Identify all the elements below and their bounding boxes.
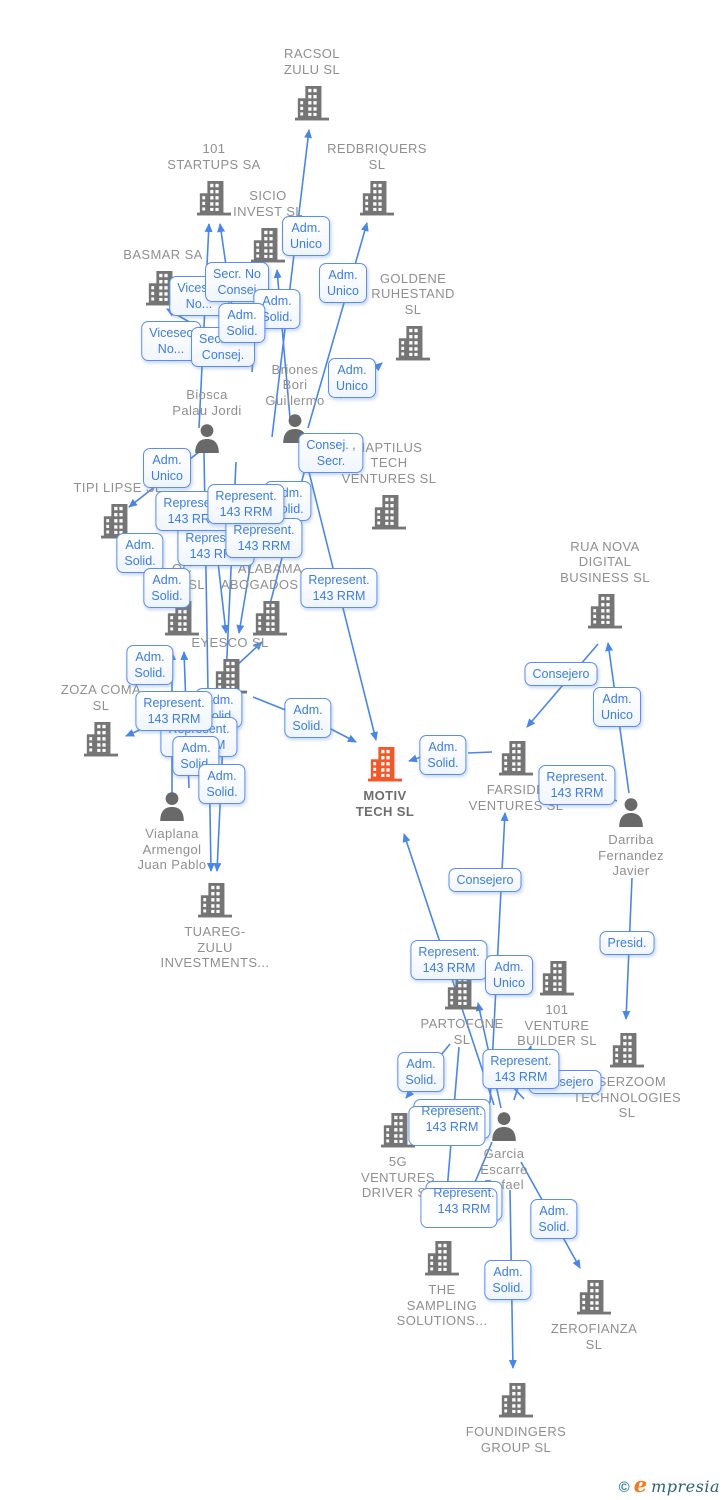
- empresia-logo: © e mpresia: [619, 1474, 720, 1496]
- company-label: THE SAMPLING SOLUTIONS...: [396, 1282, 488, 1328]
- role-box-adm-solid: Adm. Solid.: [530, 1199, 578, 1239]
- building-icon: [499, 740, 533, 776]
- role-box-adm-solid: Adm. Solid.: [126, 645, 174, 685]
- edge-line: [467, 751, 493, 754]
- company-label: MOTIV TECH SL: [355, 788, 415, 819]
- role-box-adm-unico: Adm. Unico: [328, 358, 376, 398]
- role-box-represent-143-rrm: Represent. 143 RRM: [300, 568, 378, 608]
- company-label: SICIO INVEST SL: [233, 188, 303, 219]
- building-icon: [197, 180, 231, 216]
- company-label: 5G VENTURES DRIVER SL: [361, 1154, 435, 1200]
- company-label: RUA NOVA DIGITAL BUSINESS SL: [560, 538, 650, 585]
- company-label: TUAREG- ZULU INVESTMENTS...: [160, 924, 270, 970]
- building-icon: [360, 180, 394, 216]
- role-box-adm-solid: Adm. Solid.: [218, 303, 266, 343]
- company-label: FOUNDINGERS GROUP SL: [465, 1424, 567, 1455]
- edge-line: [271, 129, 313, 438]
- role-box-vicesec-no: Vicesec No...: [141, 321, 201, 361]
- company-label: EYESCO SL: [191, 634, 269, 650]
- company-label: TIPI LIPSE SL: [73, 479, 163, 495]
- role-box-adm-unico: Adm. Unico: [593, 687, 641, 727]
- building-icon: [540, 960, 574, 996]
- role-box-adm-unico: Adm. Unico: [143, 448, 191, 488]
- edge-line: [234, 641, 263, 668]
- building-icon: [577, 1279, 611, 1315]
- role-box-adm-unico: Adm. Unico: [319, 263, 367, 303]
- edge-line: [328, 727, 357, 743]
- person-label: Viaplana Armengol Juan Pablo: [137, 826, 207, 872]
- role-box-adm-solid: Adm. Solid.: [419, 735, 467, 775]
- company-label: USERZOOM TECHNOLOGIES SL: [572, 1074, 682, 1120]
- role-box-adm-solid: Adm. Solid.: [397, 1052, 445, 1092]
- company-label: ZOZA COMA SL: [60, 682, 142, 713]
- building-icon: [295, 85, 329, 121]
- company-label: NAPTILUS TECH VENTURES SL: [341, 439, 437, 486]
- role-box-adm-unico: Adm. Unico: [485, 955, 533, 995]
- building-icon: [198, 882, 232, 918]
- building-icon: [368, 746, 402, 782]
- company-label: FARSIDE VENTURES SL: [468, 782, 564, 813]
- role-box-adm-unico: Adm. Unico: [282, 216, 330, 256]
- building-icon: [425, 1240, 459, 1276]
- company-label: PARTOFONE SL: [420, 1016, 504, 1047]
- role-box-represent-143-rrm: Represent. 143 RRM: [420, 1181, 503, 1228]
- company-label: ZEROFIANZA SL: [550, 1321, 638, 1352]
- edge-line: [252, 696, 289, 712]
- building-icon: [253, 600, 287, 636]
- person-label: Biosca Palau Jordi: [172, 387, 242, 418]
- role-box-represent-143-rrm: Represent. 143 RRM: [482, 1049, 560, 1089]
- building-icon: [372, 494, 406, 530]
- person-label: Garcia Escarre Rafael: [480, 1146, 528, 1192]
- person-label: Briones Bori Guillermo: [265, 361, 325, 408]
- company-label: BASMAR SA: [123, 246, 203, 262]
- person-label: Darriba Fernandez Javier: [598, 832, 664, 878]
- company-label: 101 STARTUPS SA: [167, 141, 261, 172]
- person-icon: [489, 1111, 519, 1141]
- building-icon: [499, 1382, 533, 1418]
- edge-line: [198, 223, 213, 429]
- copyright-icon: ©: [618, 1479, 630, 1496]
- person-icon: [157, 791, 187, 821]
- role-box-represent-143-rrm: Represent. 143 RRM: [538, 765, 616, 805]
- role-box-presid: Presid.: [599, 931, 655, 955]
- edge-line: [307, 222, 369, 429]
- company-label: 101 VENTURE BUILDER SL: [517, 1002, 597, 1048]
- role-box-represent-143-rrm: Represent. 143 RRM: [410, 940, 488, 980]
- building-icon: [84, 721, 118, 757]
- company-label: REDBRIQUERS SL: [327, 141, 427, 172]
- role-box-represent-143-rrm: Represent. 143 RRM: [408, 1099, 491, 1146]
- logo-brand-text: mpresia: [651, 1477, 720, 1496]
- role-box-consejero: Consejero: [448, 868, 522, 892]
- person-icon: [192, 423, 222, 453]
- role-box-adm-solid: Adm. Solid.: [484, 1260, 532, 1300]
- role-box-represent-143-rrm: Represent. 143 RRM: [135, 691, 213, 731]
- person-icon: [616, 797, 646, 827]
- role-box-adm-solid: Adm. Solid.: [284, 698, 332, 738]
- role-box-represent-143-rrm: Represent. 143 RRM: [225, 518, 303, 558]
- building-icon: [610, 1032, 644, 1068]
- building-icon: [251, 227, 285, 263]
- role-box-consejero: Consejero: [524, 662, 598, 686]
- edge-line: [408, 754, 422, 763]
- role-box-represent-143-rrm: Represent. 143 RRM: [207, 484, 285, 524]
- role-box-adm-solid: Adm. Solid.: [143, 568, 191, 608]
- company-label: RACSOL ZULU SL: [283, 46, 341, 77]
- building-icon: [588, 593, 622, 629]
- company-label: ALABAMA ABOGADOS SL: [220, 561, 319, 592]
- role-box-adm-solid: Adm. Solid.: [198, 764, 246, 804]
- role-box-consej-secr: Consej. , Secr.: [298, 433, 364, 473]
- company-label: GOLDENE RUHESTAND SL: [371, 270, 455, 317]
- role-box-adm-solid: Adm. Solid.: [116, 533, 164, 573]
- logo-letter-e: e: [633, 1472, 648, 1497]
- building-icon: [396, 325, 430, 361]
